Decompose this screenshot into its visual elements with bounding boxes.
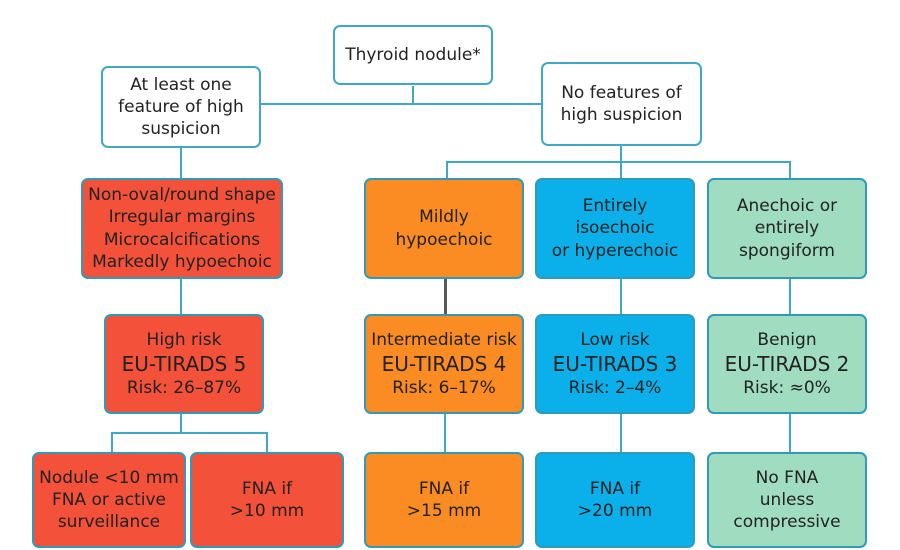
connector-line	[180, 279, 182, 315]
risk-percent-label: Risk: 26–87%	[126, 378, 242, 398]
connector-line	[111, 432, 113, 453]
high-suspicion-features-box: Non-oval/round shape Irregular margins M…	[81, 178, 283, 279]
fna-20mm-box: FNA if >20 mm	[535, 452, 695, 548]
connector-line	[444, 279, 447, 315]
category-label: EU-TIRADS 3	[552, 352, 678, 376]
eu-tirads-4-box: Intermediate risk EU-TIRADS 4 Risk: 6–17…	[364, 314, 524, 414]
connector-line	[620, 413, 622, 453]
eu-tirads-2-box: Benign EU-TIRADS 2 Risk: ≈0%	[707, 314, 867, 414]
category-label: EU-TIRADS 4	[381, 352, 507, 376]
anechoic-label: Anechoic or entirely spongiform	[736, 196, 838, 261]
connector-line	[180, 147, 182, 179]
connector-line	[444, 413, 446, 453]
high-suspicion-box: At least one feature of high suspicion	[101, 66, 261, 148]
connector-line	[446, 161, 448, 179]
no-high-suspicion-box: No features of high suspicion	[541, 62, 702, 146]
risk-percent-label: Risk: ≈0%	[743, 378, 831, 398]
mildly-hypoechoic-label: Mildly hypoechoic	[395, 207, 493, 250]
high-suspicion-label: At least one feature of high suspicion	[118, 74, 244, 140]
fna-15mm-box: FNA if >15 mm	[364, 452, 524, 548]
eu-tirads-5-box: High risk EU-TIRADS 5 Risk: 26–87%	[104, 314, 264, 414]
nodule-small-label: Nodule <10 mm FNA or active surveillance	[39, 467, 179, 533]
connector-line	[446, 161, 790, 163]
fna-10mm-box: FNA if >10 mm	[190, 452, 344, 548]
connector-line	[620, 279, 622, 315]
category-label: EU-TIRADS 5	[121, 352, 247, 376]
risk-level-label: Intermediate risk	[371, 329, 517, 350]
nodule-small-box: Nodule <10 mm FNA or active surveillance	[32, 452, 186, 548]
thyroid-nodule-box: Thyroid nodule*	[333, 25, 493, 85]
risk-level-label: Low risk	[580, 329, 650, 350]
risk-percent-label: Risk: 2–4%	[568, 378, 662, 398]
no-high-suspicion-label: No features of high suspicion	[560, 82, 683, 125]
connector-line	[412, 86, 414, 104]
eu-tirads-3-box: Low risk EU-TIRADS 3 Risk: 2–4%	[535, 314, 695, 414]
connector-line	[111, 432, 267, 434]
anechoic-box: Anechoic or entirely spongiform	[707, 178, 867, 279]
connector-line	[789, 413, 791, 453]
risk-level-label: High risk	[146, 329, 222, 350]
high-suspicion-features-label: Non-oval/round shape Irregular margins M…	[88, 185, 276, 272]
risk-percent-label: Risk: 6–17%	[392, 378, 496, 398]
fna-10mm-label: FNA if >10 mm	[229, 478, 305, 521]
isoechoic-label: Entirely isoechoic or hyperechoic	[551, 196, 679, 261]
fna-15mm-label: FNA if >15 mm	[406, 478, 482, 521]
connector-line	[789, 279, 791, 315]
connector-line	[180, 413, 182, 434]
fna-20mm-label: FNA if >20 mm	[577, 478, 653, 521]
risk-level-label: Benign	[757, 329, 817, 350]
thyroid-nodule-label: Thyroid nodule*	[345, 44, 481, 65]
connector-line	[231, 103, 542, 105]
category-label: EU-TIRADS 2	[724, 352, 850, 376]
mildly-hypoechoic-box: Mildly hypoechoic	[364, 178, 524, 279]
connector-line	[266, 432, 268, 453]
connector-line	[620, 161, 622, 179]
no-fna-box: No FNA unless compressive	[707, 452, 867, 548]
isoechoic-box: Entirely isoechoic or hyperechoic	[535, 178, 695, 279]
no-fna-label: No FNA unless compressive	[733, 467, 841, 533]
connector-line	[620, 146, 622, 162]
connector-line	[789, 161, 791, 179]
